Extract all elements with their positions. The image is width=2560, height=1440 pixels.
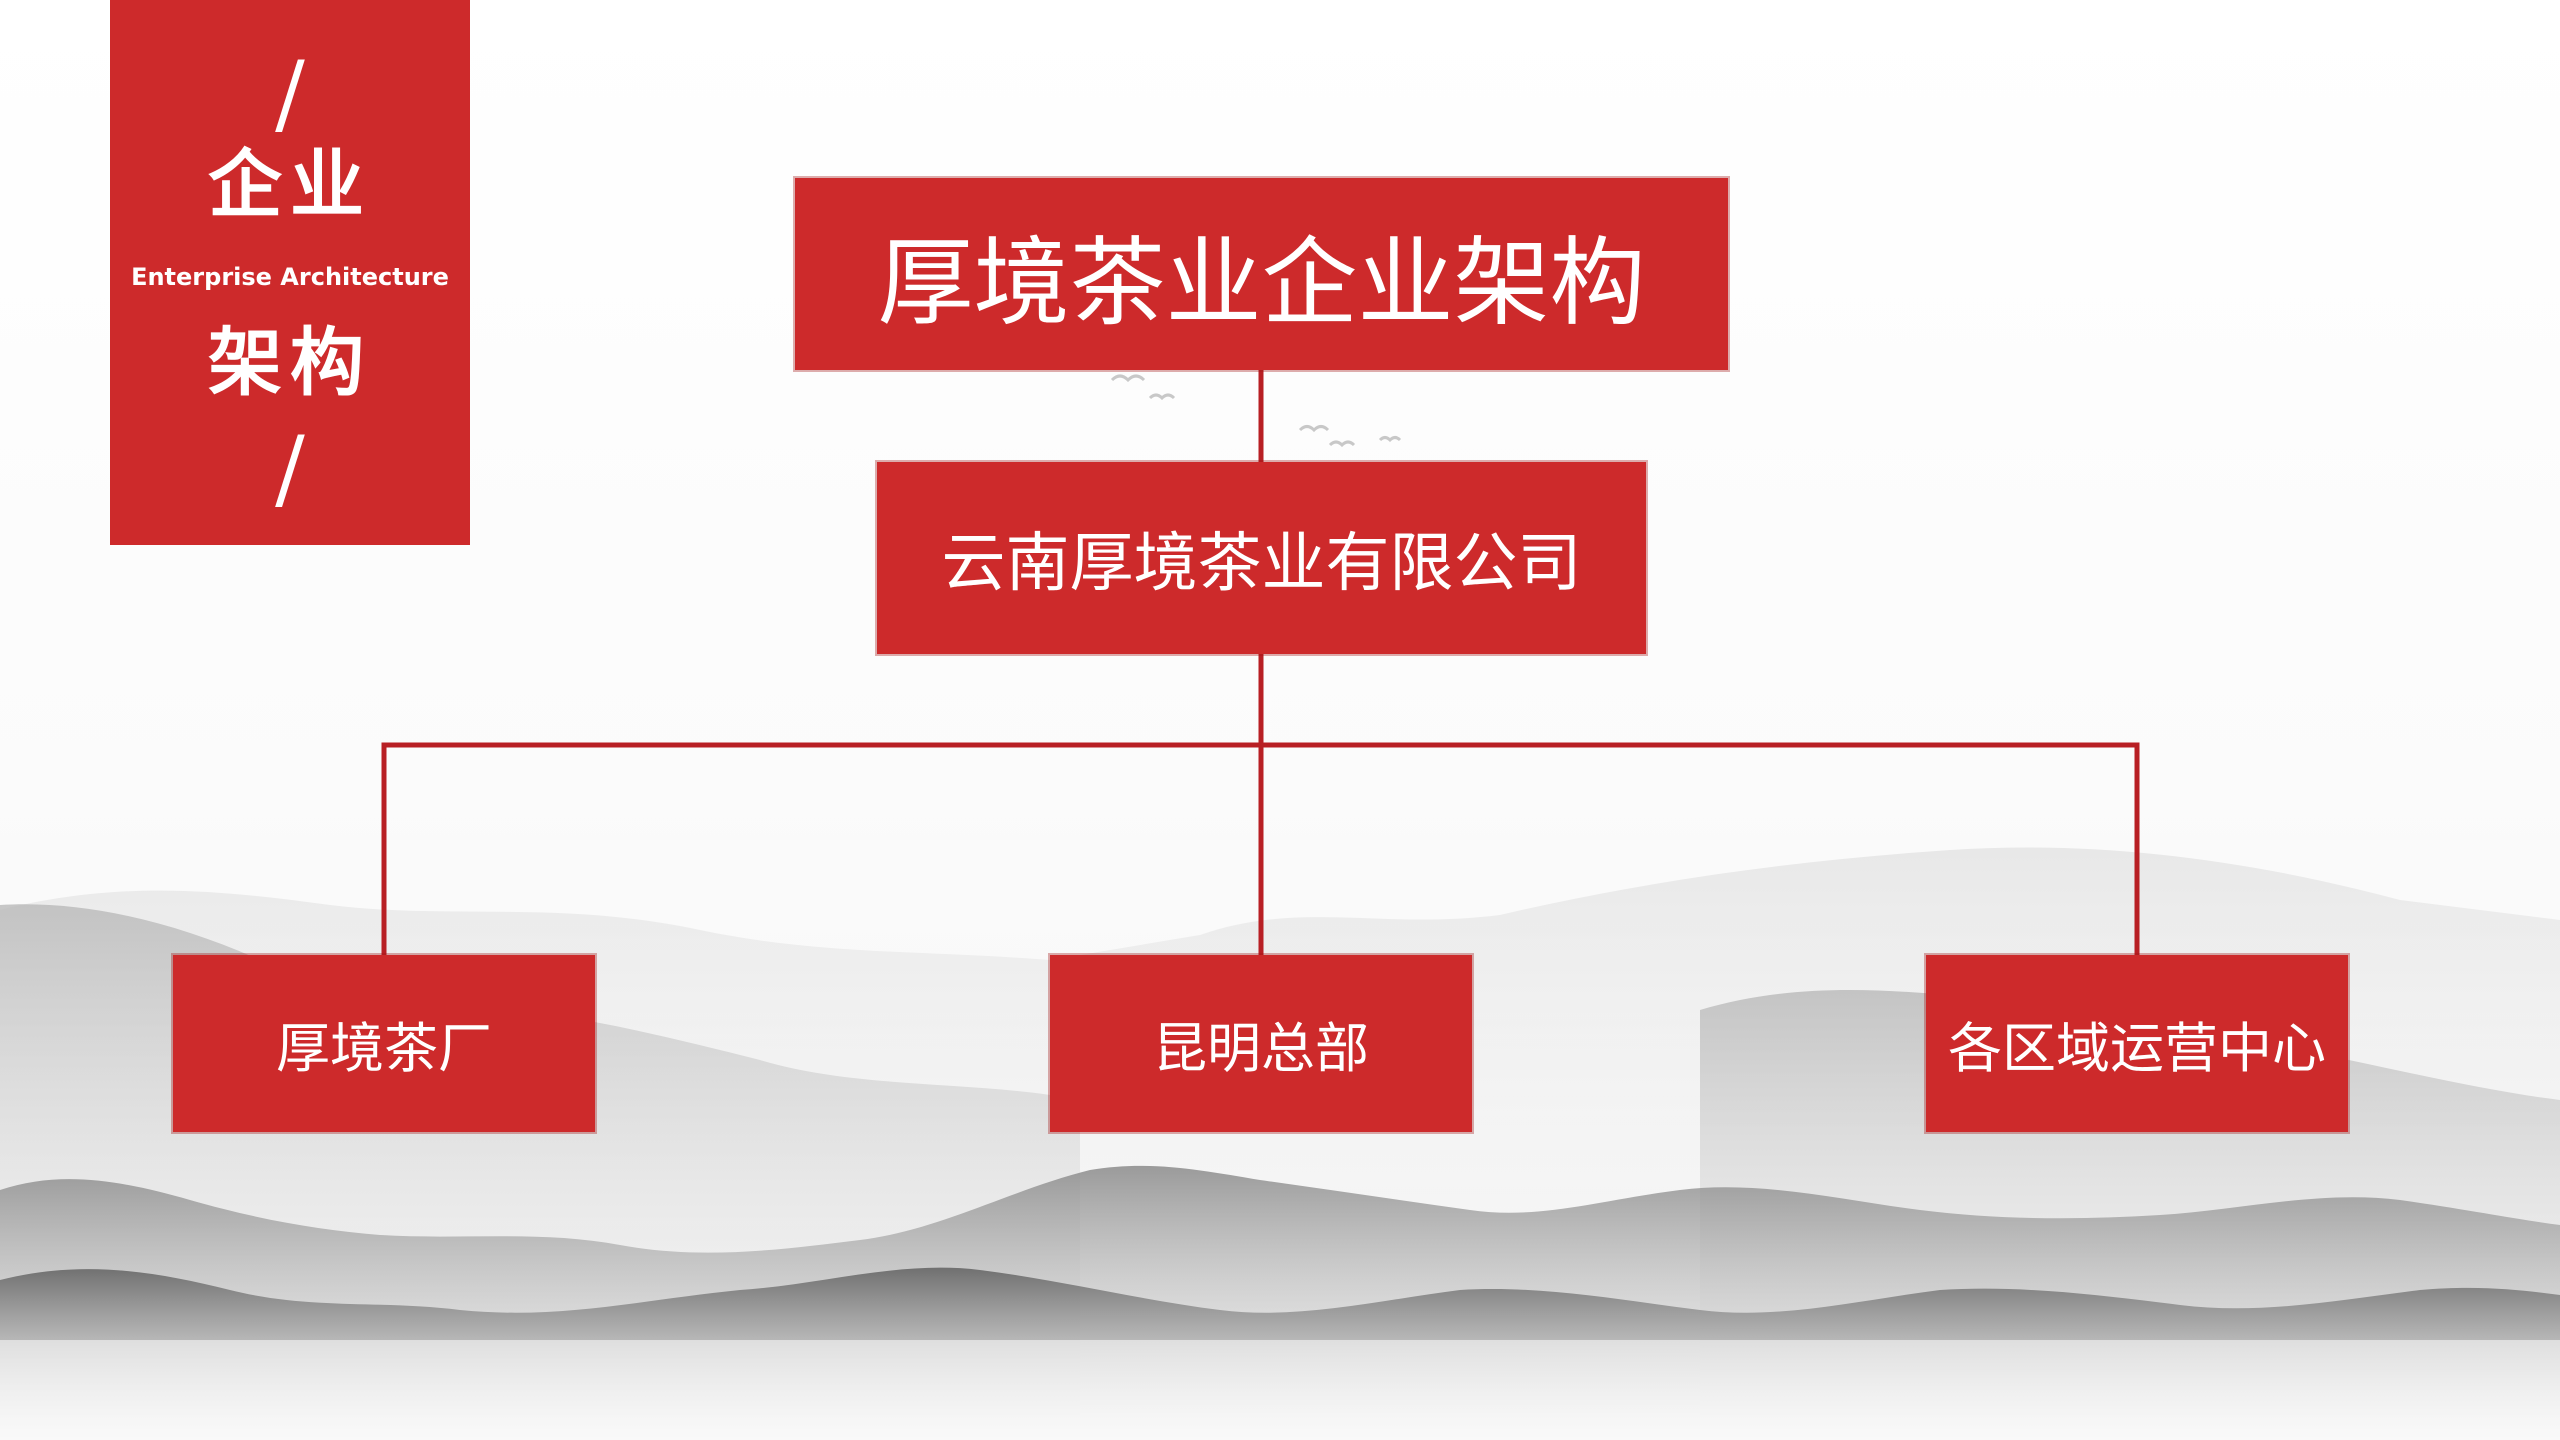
org-node-company: 云南厚境茶业有限公司: [877, 462, 1646, 654]
section-subtitle-en: Enterprise Architecture: [131, 263, 449, 291]
slash-bottom: /: [275, 417, 305, 520]
slash-top: /: [275, 42, 305, 145]
section-title-panel: / 企业 Enterprise Architecture 架构 /: [110, 0, 470, 545]
org-node-branch-hq: 昆明总部: [1050, 955, 1472, 1132]
org-node-branch-factory: 厚境茶厂: [173, 955, 595, 1132]
section-title-line2: 架构: [208, 320, 372, 406]
org-node-branch-regional: 各区域运营中心: [1926, 955, 2348, 1132]
section-title-line1: 企业: [208, 142, 372, 228]
connector-branch-bus: [381, 742, 2140, 955]
org-node-root: 厚境茶业企业架构: [795, 178, 1728, 370]
